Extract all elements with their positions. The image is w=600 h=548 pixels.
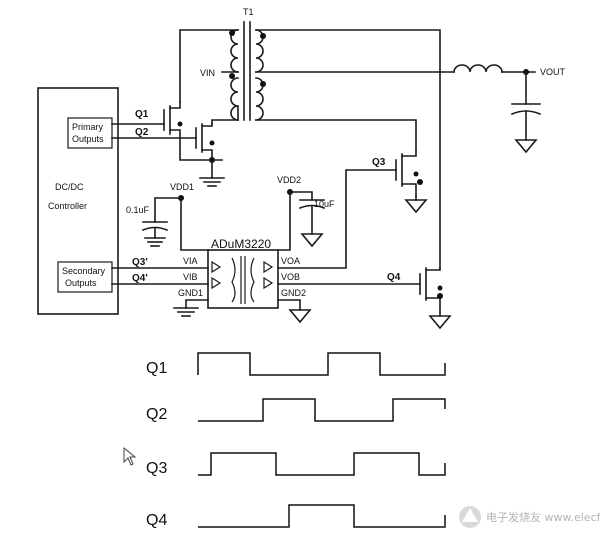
output-inductor — [453, 64, 503, 73]
pin-vib: VIB — [183, 272, 198, 282]
waveform-label: Q2 — [146, 406, 167, 423]
waveform-trace — [198, 452, 446, 476]
controller-label-2: Controller — [48, 201, 87, 211]
cap1-label: 0.1uF — [126, 205, 150, 215]
q1-label: Q1 — [135, 109, 149, 120]
adum3220-isolator: ADuM3220 — [207, 237, 279, 309]
pin-gnd1: GND1 — [178, 288, 203, 298]
primary-top-wire — [179, 29, 239, 103]
mosfet-q1 — [163, 101, 201, 161]
waveform-trace — [198, 504, 446, 528]
voa-wire — [277, 169, 397, 269]
secondary-bottom-wire — [255, 119, 417, 151]
transformer-label: T1 — [243, 7, 254, 17]
secondary-top-wire — [255, 29, 441, 269]
secondary-outputs-label-2: Outputs — [65, 278, 97, 288]
gnd2-ground — [277, 299, 312, 324]
primary-outputs-box — [67, 117, 113, 149]
waveform-label: Q4 — [146, 512, 167, 529]
chip-name: ADuM3220 — [211, 237, 271, 251]
pin-voa: VOA — [281, 256, 300, 266]
vdd1-capacitor — [141, 221, 169, 247]
watermark-text: 电子发烧友 www.elecfans.com — [486, 510, 600, 524]
gnd1-ground — [173, 299, 209, 317]
secondary-outputs-box — [57, 261, 113, 293]
primary-outputs-label-1: Primary — [72, 122, 103, 132]
mouse-cursor-icon — [123, 446, 137, 466]
pin-gnd2: GND2 — [281, 288, 306, 298]
q4-label: Q4 — [387, 272, 401, 283]
pin-vob: VOB — [281, 272, 300, 282]
pin-via: VIA — [183, 256, 198, 266]
vout-label: VOUT — [540, 67, 566, 77]
q4-prime-label: Q4' — [132, 273, 148, 284]
dc-dc-controller: DC/DC Controller Primary Outputs Seconda… — [37, 87, 119, 315]
cap2-label: 10uF — [314, 199, 335, 209]
secondary-outputs-label-1: Secondary — [62, 266, 106, 276]
q3-label: Q3 — [372, 157, 386, 168]
output-capacitor — [510, 71, 542, 154]
vin-label: VIN — [200, 68, 215, 78]
waveform-label: Q3 — [146, 460, 167, 477]
vdd2-capacitor — [298, 199, 326, 248]
transformer-t1: T1 VIN — [200, 7, 266, 121]
vdd2-label: VDD2 — [277, 175, 301, 185]
waveform-trace — [198, 398, 446, 422]
watermark: 电子发烧友 www.elecfans.com — [459, 506, 600, 528]
mosfet-q3 — [395, 149, 428, 214]
q3-prime-label: Q3' — [132, 257, 148, 268]
primary-bottom-wire — [211, 119, 239, 125]
q2-label: Q2 — [135, 127, 149, 138]
primary-outputs-label-2: Outputs — [72, 134, 104, 144]
waveform-trace — [197, 352, 446, 376]
mosfet-q2 — [195, 123, 215, 161]
controller-label-1: DC/DC — [55, 182, 84, 192]
waveform-label: Q1 — [146, 360, 167, 377]
primary-ground — [199, 157, 225, 187]
mosfet-q4 — [419, 267, 452, 330]
vdd1-label: VDD1 — [170, 182, 194, 192]
